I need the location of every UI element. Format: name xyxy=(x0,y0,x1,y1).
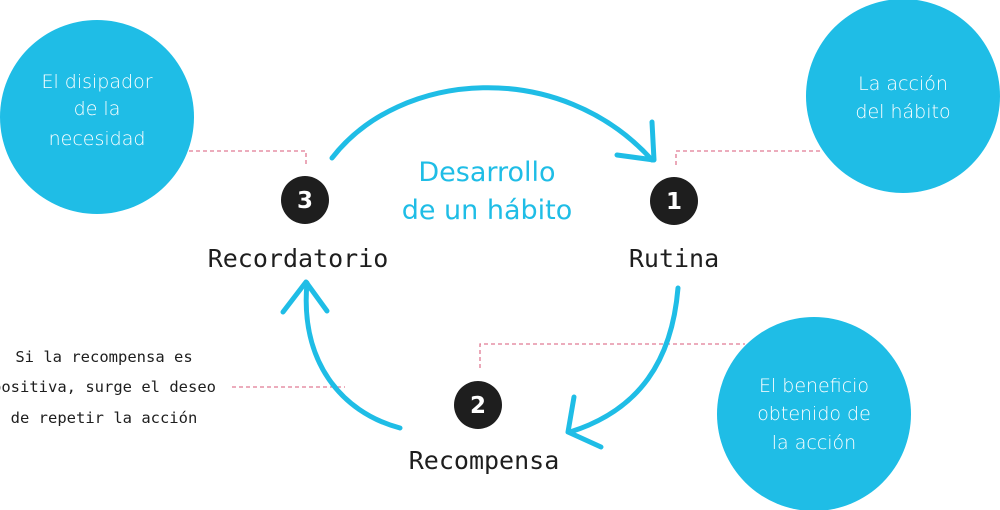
bubble-routine-line-2: del hábito xyxy=(855,101,950,123)
stage-routine: 1 Rutina xyxy=(629,177,719,273)
reward-note: Si la recompensa es positiva, surge el d… xyxy=(0,348,216,427)
title-line-2: de un hábito xyxy=(402,195,573,226)
stage-cue-number: 3 xyxy=(297,188,313,214)
connector-routine xyxy=(675,150,820,168)
bubble-reward-line-2: obtenido de xyxy=(757,403,871,425)
bubble-reward-line-3: la acción xyxy=(772,432,856,454)
arrowhead-right xyxy=(565,394,604,450)
stage-reward-badge xyxy=(454,381,502,429)
bubble-routine: La acción del hábito xyxy=(806,0,1000,193)
connector-lines xyxy=(182,150,820,388)
bubble-routine-line-1: La acción xyxy=(858,73,948,95)
stage-routine-badge xyxy=(650,177,698,225)
note-line-1: Si la recompensa es xyxy=(15,348,192,366)
arc-right xyxy=(567,285,681,435)
stage-routine-number: 1 xyxy=(666,189,682,215)
arc-top xyxy=(329,85,655,163)
note-line-3: de repetir la acción xyxy=(11,409,198,427)
stage-cue: 3 Recordatorio xyxy=(208,176,389,273)
bubble-cue-line-3: necesidad xyxy=(49,128,146,150)
stage-reward-label: Recompensa xyxy=(409,446,560,475)
arc-left xyxy=(303,280,403,431)
bubble-cue-line-2: de la xyxy=(74,98,121,120)
stage-reward: 2 Recompensa xyxy=(409,381,560,475)
title-line-1: Desarrollo xyxy=(418,157,555,188)
diagram-title: Desarrollo de un hábito xyxy=(402,157,573,226)
bubble-cue-line-1: El disipador xyxy=(41,71,152,93)
stage-routine-label: Rutina xyxy=(629,244,719,273)
cycle-arrows xyxy=(280,85,681,450)
stage-cue-badge xyxy=(281,176,329,224)
arrowhead-top xyxy=(614,119,657,163)
connector-cue xyxy=(182,150,307,167)
bubble-reward: El beneficio obtenido de la acción xyxy=(717,317,911,510)
connector-reward xyxy=(479,343,745,368)
stage-reward-number: 2 xyxy=(470,393,486,419)
arrowhead-left xyxy=(280,279,330,315)
bubble-cue: El disipador de la necesidad xyxy=(0,20,194,214)
stage-cue-label: Recordatorio xyxy=(208,244,389,273)
bubble-reward-line-1: El beneficio xyxy=(759,375,869,397)
note-line-2: positiva, surge el deseo xyxy=(0,378,216,396)
